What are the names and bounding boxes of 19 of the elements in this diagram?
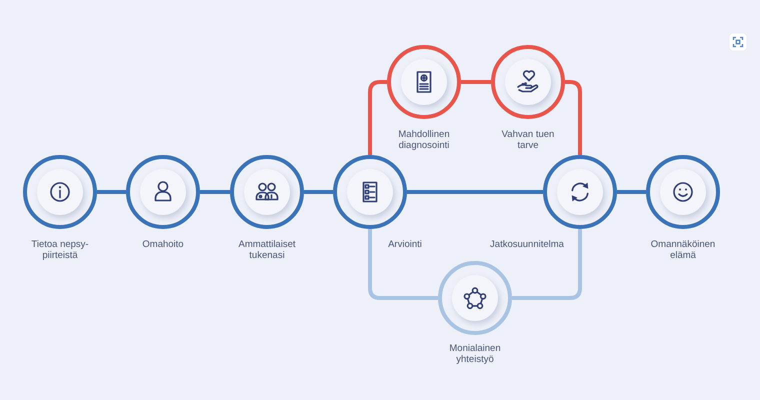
- connector-line: [461, 80, 491, 84]
- connector-line: [368, 80, 387, 155]
- step-label: Arviointi: [387, 239, 423, 250]
- connector-line: [512, 229, 582, 300]
- step-label: Ammattilaiset tukenasi: [237, 239, 296, 261]
- connector-line: [565, 80, 582, 155]
- step-label: Tietoa nepsy-piirteistä: [30, 239, 90, 261]
- step-label: Jatkosuunnitelma: [489, 239, 565, 250]
- connector-line: [97, 190, 126, 194]
- step-label: Monialainen yhteistyö: [448, 343, 502, 365]
- step-label: Omannäköinen elämä: [650, 239, 716, 261]
- connector-line: [304, 190, 333, 194]
- step-label: Mahdollinen diagnosointi: [397, 129, 451, 151]
- step-label: Omahoito: [141, 239, 185, 250]
- step-label: Vahvan tuen tarve: [500, 129, 556, 151]
- connector-line: [617, 190, 646, 194]
- connector-line: [407, 190, 543, 194]
- connector-line: [368, 229, 438, 300]
- connector-line: [200, 190, 230, 194]
